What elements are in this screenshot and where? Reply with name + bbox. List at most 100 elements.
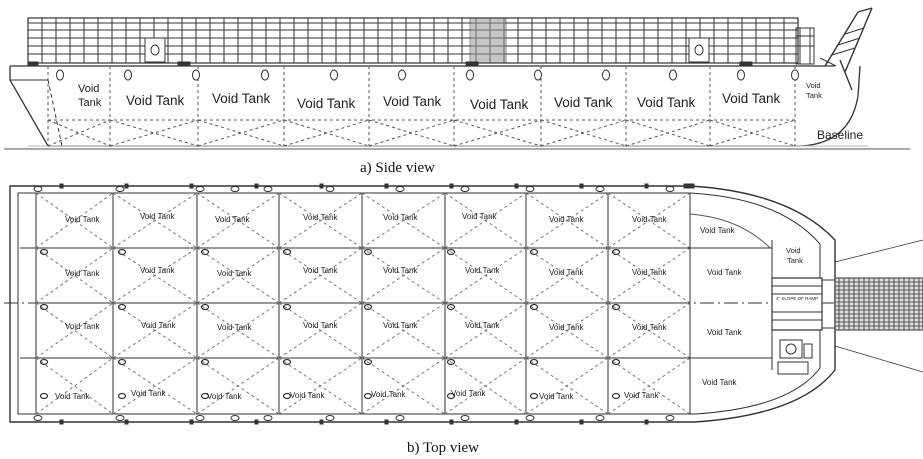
- top-tank-label: Void Tank: [371, 390, 407, 399]
- top-tank-label: Void Tank: [140, 266, 176, 275]
- edge-fitting: [263, 415, 273, 421]
- top-tank-label: Void Tank: [65, 322, 101, 331]
- side-tank-label: Void Tank: [722, 91, 781, 106]
- top-tank-label: Void Tank: [539, 392, 575, 401]
- top-tank-label: Void Tank: [383, 213, 419, 222]
- edge-fitting: [230, 415, 240, 421]
- deck-bollard: [611, 248, 621, 256]
- deck-bollard: [39, 358, 49, 366]
- deck-bollard: [282, 358, 292, 366]
- top-tank-label: Void Tank: [65, 269, 101, 278]
- top-tank-label: Void Tank: [141, 321, 177, 330]
- top-deck-bollards: [39, 248, 621, 400]
- top-tank-label: Void Tank: [549, 268, 585, 277]
- edge-fitting: [115, 415, 125, 421]
- bow-ramp: [771, 239, 923, 373]
- deck-bollard: [529, 248, 539, 256]
- top-view-caption: b) Top view: [407, 440, 479, 456]
- top-tank-label: Void Tank: [465, 266, 501, 275]
- bow-crane: [795, 7, 873, 91]
- top-tank-label: Void Tank: [140, 212, 176, 221]
- top-tank-label: Void Tank: [303, 266, 339, 275]
- top-tank-label: Void Tank: [632, 268, 668, 277]
- top-tank-label: Void Tank: [215, 215, 251, 224]
- deck-bollard: [363, 358, 373, 366]
- deck-bollard: [446, 248, 456, 256]
- bow-tank-line1: Void: [806, 81, 821, 90]
- deck-bollard: [529, 303, 539, 311]
- top-tank-label: Void Tank: [383, 266, 419, 275]
- stern-tank-line2: Tank: [78, 97, 102, 109]
- hawse-hole: [56, 69, 64, 81]
- deck-bollard: [282, 392, 292, 400]
- top-tank-label: Void Tank: [451, 389, 487, 398]
- hawse-hole: [330, 69, 338, 81]
- ramp-note: 4" SLOPE OF RAMP: [776, 296, 818, 301]
- edge-fitting: [460, 415, 470, 421]
- side-view-caption: a) Side view: [360, 160, 435, 176]
- side-tank-label: Void Tank: [126, 93, 185, 108]
- edge-fitting: [525, 186, 535, 192]
- edge-fitting: [195, 415, 205, 421]
- top-tank-label: Void Tank: [549, 215, 585, 224]
- hawse-hole: [192, 69, 200, 81]
- deck-bollard: [282, 303, 292, 311]
- top-tank-label: Void Tank: [462, 212, 498, 221]
- hawse-hole: [669, 69, 677, 81]
- hawse-hole: [534, 69, 542, 81]
- top-tank-label: Void Tank: [632, 323, 668, 332]
- deck-bollard: [117, 248, 127, 256]
- edge-fitting: [595, 415, 605, 421]
- top-tank-label: Void Tank: [549, 323, 585, 332]
- deck-bollard: [529, 358, 539, 366]
- top-tank-label: Void Tank: [207, 392, 243, 401]
- edge-fitting: [325, 186, 335, 192]
- deck-bollard: [446, 358, 456, 366]
- deck-bollard: [611, 303, 621, 311]
- top-bow-tank-line1: Void: [786, 246, 801, 255]
- edge-fitting: [665, 186, 675, 192]
- bow-tank-line2: Tank: [806, 91, 822, 100]
- top-tank-label: Void Tank: [624, 391, 660, 400]
- hawse-hole: [791, 69, 799, 81]
- deck-bollard: [200, 303, 210, 311]
- side-tank-label: Void Tank: [470, 97, 529, 112]
- top-tank-label: Void Tank: [707, 328, 743, 337]
- edge-fitting: [395, 186, 405, 192]
- side-tank-labels: Void Tank Void Tank Void Tank Void Tank Void…: [126, 91, 781, 112]
- side-tank-label: Void Tank: [637, 95, 696, 110]
- side-tank-label: Void Tank: [297, 96, 356, 111]
- deck-bollard: [611, 392, 621, 400]
- stern-tank-line1: Void: [78, 83, 99, 95]
- top-tank-label: Void Tank: [700, 226, 736, 235]
- hull: [4, 65, 910, 150]
- top-tank-label: Void Tank: [131, 389, 167, 398]
- deck-bollard: [611, 358, 621, 366]
- deck-bollard: [39, 303, 49, 311]
- edge-fitting: [195, 186, 205, 192]
- top-tank-label: Void Tank: [465, 321, 501, 330]
- top-tank-label: Void Tank: [383, 321, 419, 330]
- edge-fitting: [230, 186, 240, 192]
- side-hawse-holes: [56, 69, 799, 81]
- edge-fitting: [525, 415, 535, 421]
- deck-bollard: [200, 358, 210, 366]
- top-tank-label: Void Tank: [707, 268, 743, 277]
- edge-fitting: [263, 186, 273, 192]
- side-tank-label: Void Tank: [212, 91, 271, 106]
- bow-winch: [777, 339, 813, 375]
- top-tank-label: Void Tank: [55, 392, 91, 401]
- edge-fitting: [33, 415, 43, 421]
- deck-bollard: [39, 248, 49, 256]
- deck-bollard: [363, 248, 373, 256]
- deck-bollard: [117, 303, 127, 311]
- deck-bollard: [446, 392, 456, 400]
- deck-bollard: [117, 358, 127, 366]
- deck-bollard: [363, 303, 373, 311]
- baseline-label: Baseline: [817, 128, 863, 142]
- edge-fitting: [115, 186, 125, 192]
- top-tank-label: Void Tank: [303, 213, 339, 222]
